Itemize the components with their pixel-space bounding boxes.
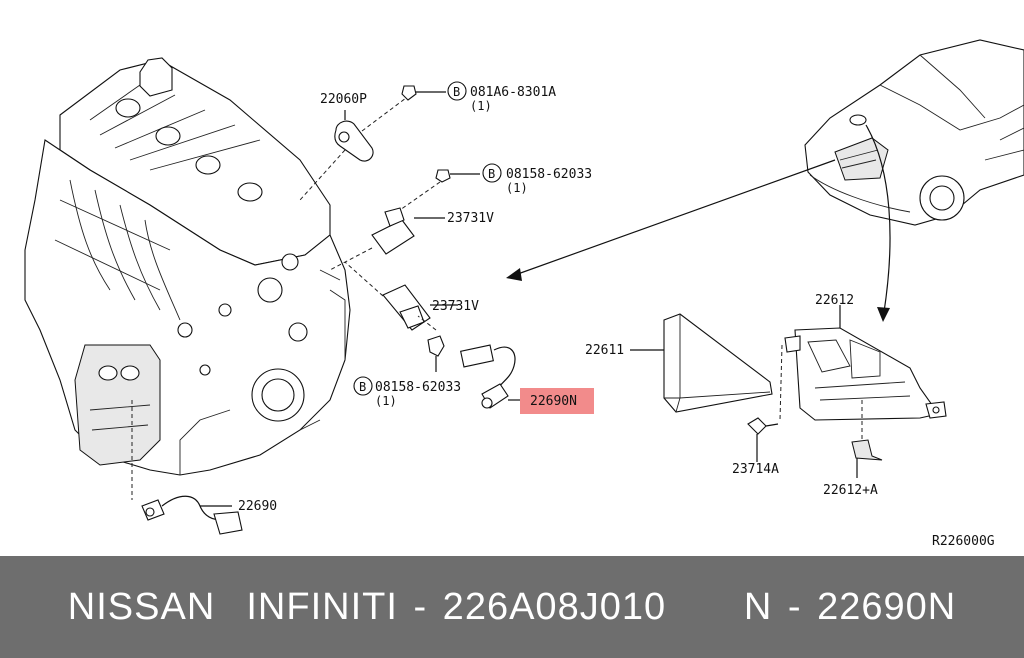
car-illustration (804, 39, 1024, 226)
bolt-bottom: B 08158-62033 (1) (353, 315, 461, 408)
cam-sensor-top: 23731V (329, 207, 494, 271)
footer-bar: NISSAN INFINITI - 226A08J010 N - 22690N (0, 556, 1024, 658)
arrows (506, 124, 891, 322)
engine-illustration (24, 57, 351, 476)
part-number-caption: NISSAN INFINITI - 226A08J010 N - 22690N (67, 585, 957, 628)
bolt-symbol-1: B (453, 85, 460, 99)
cam-sensor-mid: 23731V (344, 261, 479, 331)
oxygen-sensor-22690: 22690 (131, 400, 277, 535)
label-08158-62033-top: 08158-62033 (506, 167, 592, 182)
bolt-symbol-2: B (488, 167, 495, 181)
label-22611: 22611 (585, 343, 624, 358)
bolt-knock-sensor: B 081A6-8301A (1) (401, 81, 556, 113)
highlight-box (520, 388, 594, 414)
label-08158-top-qty: (1) (506, 181, 528, 195)
label-08158-bottom-qty: (1) (375, 394, 397, 408)
label-081A6-qty: (1) (470, 99, 492, 113)
label-23731V-top: 23731V (447, 211, 494, 226)
oxygen-sensor-22690N: 22690N (460, 344, 594, 414)
label-22612-A: 22612+A (823, 483, 878, 498)
label-081A6-8301A: 081A6-8301A (470, 85, 556, 100)
bracket-bolt: 23714A (732, 417, 779, 477)
parts-diagram: 22060P B 081A6-8301A (1) B 08158-62033 (… (24, 39, 1024, 549)
ecm-bracket: 22612 (779, 293, 947, 440)
label-22690: 22690 (238, 499, 277, 514)
bracket-clip: 22612+A (823, 439, 883, 498)
label-08158-62033-bottom: 08158-62033 (375, 380, 461, 395)
label-22690N: 22690N (530, 394, 577, 409)
label-22612: 22612 (815, 293, 854, 308)
label-23731V-mid: 23731V (432, 299, 479, 314)
knock-sensor: 22060P (299, 92, 411, 201)
bolt-symbol-3: B (359, 380, 366, 394)
ecm-unit: 22611 (585, 313, 773, 413)
bolt-top: B 08158-62033 (1) (399, 163, 592, 211)
label-22060P: 22060P (320, 92, 367, 107)
drawing-reference: R226000G (932, 534, 995, 549)
label-23714A: 23714A (732, 462, 779, 477)
